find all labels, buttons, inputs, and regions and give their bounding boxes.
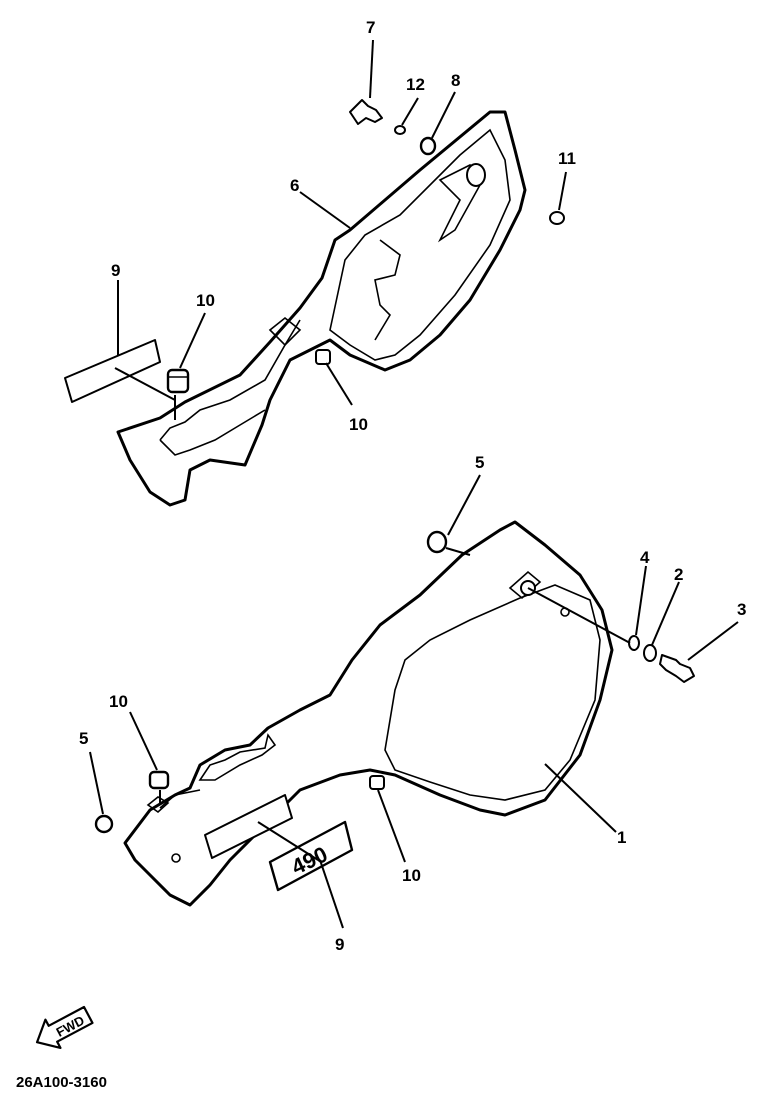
callout-4: 4 [640,548,650,567]
leader-lines [89,39,739,929]
callout-5-upper: 5 [475,453,484,472]
washer-4 [628,635,640,651]
emblem-decal-9-upper [64,339,161,403]
callout-9-lower: 9 [335,935,344,954]
grommet-10-upper-left [166,368,190,394]
emblem-decal-9-lower [204,794,293,859]
grommet-10-upper-right [315,349,331,365]
callout-10-upper-left: 10 [196,291,215,310]
callout-1: 1 [617,828,626,847]
wing-bolt-7 [349,99,383,125]
diagram-code: 26A100-3160 [16,1074,107,1091]
callout-12: 12 [406,75,425,94]
collar-5-lower [94,814,114,834]
callout-7: 7 [366,18,375,37]
side-cover-left [123,520,614,907]
callout-10-lower-right: 10 [402,866,421,885]
nut-11 [549,211,565,225]
grommet-10-lower-left [146,770,170,814]
side-cover-right [116,110,527,507]
callout-6: 6 [290,176,299,195]
callouts: 7 12 8 11 6 9 10 10 5 4 2 3 10 5 1 10 9 [79,18,746,954]
callout-10-lower-left: 10 [109,692,128,711]
collar-5-upper [426,530,448,554]
callout-9-upper: 9 [111,261,120,280]
callout-3: 3 [737,600,746,619]
fwd-arrow: FWD [35,1005,94,1049]
washer-12 [394,125,406,135]
callout-11: 11 [558,149,576,168]
callout-5-lower: 5 [79,729,88,748]
grommet-10-lower-right [369,775,385,790]
washer-2 [643,644,657,662]
grommet-8 [419,136,437,156]
callout-2: 2 [674,565,683,584]
callout-10-upper-right: 10 [349,415,368,434]
bolt-3 [659,654,695,683]
callout-8: 8 [451,71,460,90]
